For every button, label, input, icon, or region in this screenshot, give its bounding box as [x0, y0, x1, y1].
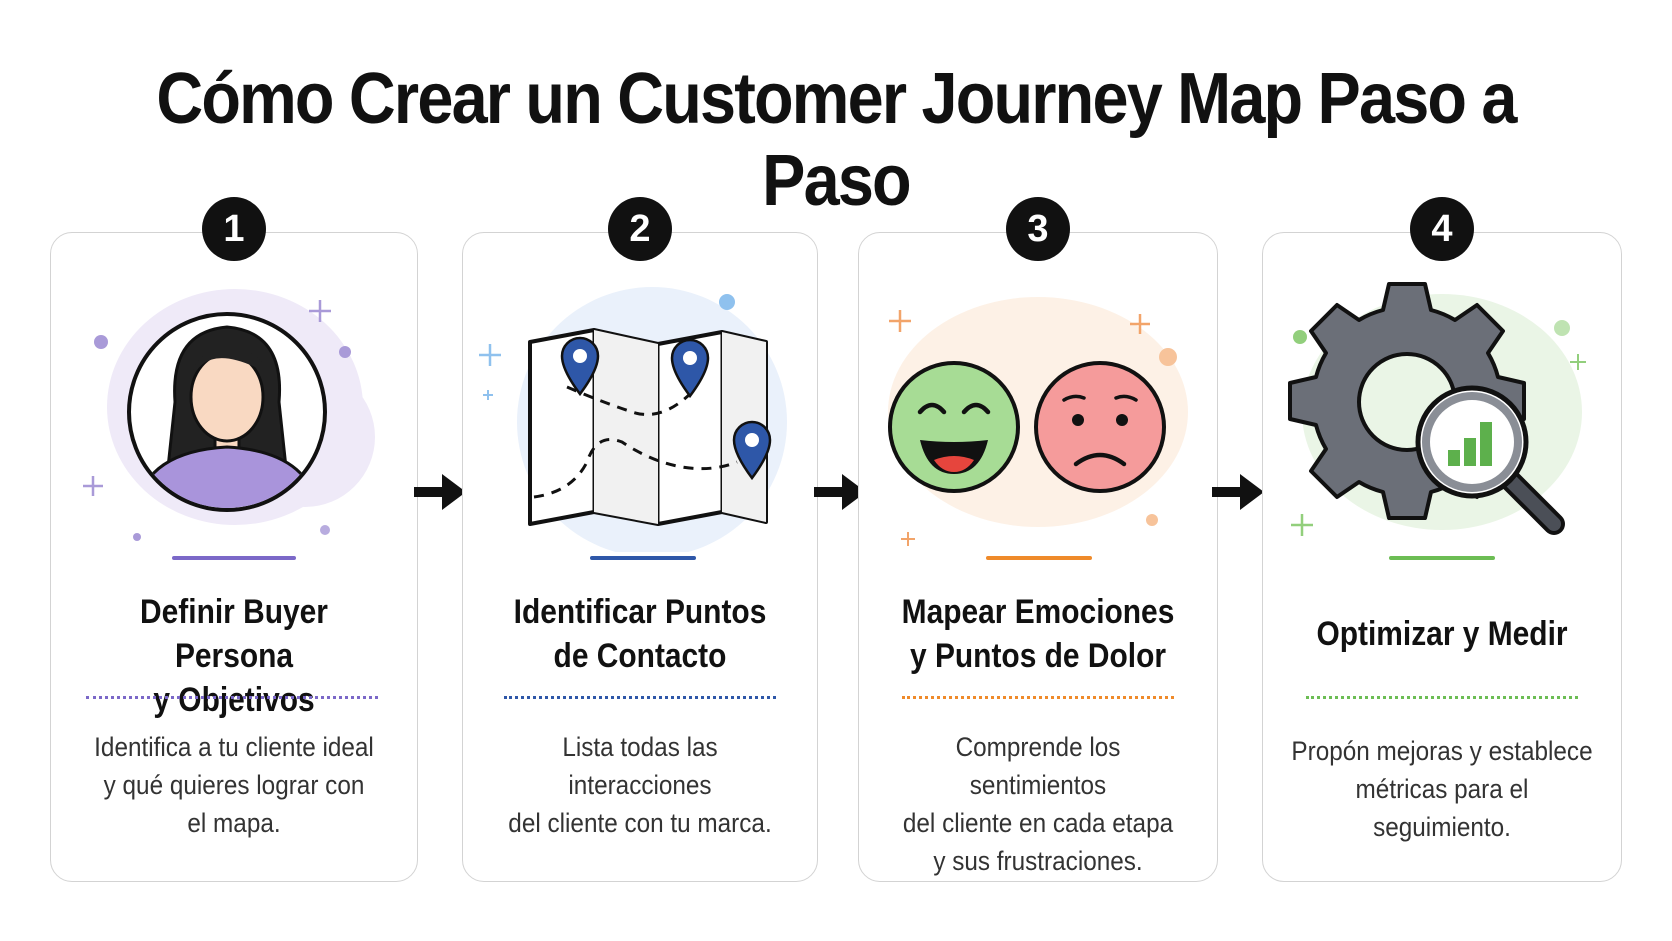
- step-accent-bar-2: [590, 556, 696, 560]
- step-title-3-line-2: y Puntos de Dolor: [909, 637, 1166, 675]
- step-description-1-line-3: el mapa.: [187, 808, 281, 838]
- step-title-1-line-2: y Objetivos: [153, 681, 315, 719]
- step-description-4-line-1: Propón mejoras y establece: [1291, 736, 1593, 766]
- step-title-1-line-1: Definir Buyer Persona: [140, 593, 328, 675]
- step-description-3-line-1: Comprende los sentimientos: [955, 732, 1121, 800]
- step-number-badge-1: 1: [202, 197, 266, 261]
- step-title-2: Identificar Puntos de Contacto: [492, 590, 788, 678]
- step-description-2-line-2: del cliente con tu marca.: [508, 808, 772, 838]
- step-description-2-line-1: Lista todas las interacciones: [562, 732, 718, 800]
- step-description-3-line-2: del cliente en cada etapa: [902, 808, 1174, 838]
- step-title-3-line-1: Mapear Emociones: [901, 593, 1175, 631]
- step-description-3-line-3: y sus frustraciones.: [933, 846, 1143, 876]
- right-arrow-icon: [814, 474, 866, 510]
- step-description-4: Propón mejoras y establece métricas para…: [1289, 732, 1595, 846]
- step-title-1: Definir Buyer Persona y Objetivos: [81, 590, 387, 722]
- step-divider-2: [504, 696, 776, 699]
- step-title-4-line-1: Optimizar y Medir: [1316, 615, 1568, 653]
- step-title-4: Optimizar y Medir: [1292, 612, 1591, 656]
- step-divider-3: [902, 696, 1174, 699]
- step-title-2-line-2: de Contacto: [553, 637, 727, 675]
- step-description-2: Lista todas las interacciones del client…: [489, 728, 791, 842]
- step-title-2-line-1: Identificar Puntos: [513, 593, 767, 631]
- step-accent-bar-1: [172, 556, 296, 560]
- right-arrow-icon: [414, 474, 466, 510]
- woman-avatar-icon: [83, 289, 375, 541]
- step-accent-bar-3: [986, 556, 1092, 560]
- step-number-badge-2: 2: [608, 197, 672, 261]
- page-title: Cómo Crear un Customer Journey Map Paso …: [156, 59, 1517, 221]
- happy-sad-faces-icon: [888, 297, 1188, 546]
- step-description-1-line-2: y qué quieres lograr con: [103, 770, 365, 800]
- step-accent-bar-4: [1389, 556, 1495, 560]
- step-number-badge-4: 4: [1410, 197, 1474, 261]
- right-arrow-icon: [1212, 474, 1264, 510]
- step-divider-4: [1306, 696, 1578, 699]
- step-description-1: Identifica a tu cliente ideal y qué quie…: [77, 728, 390, 842]
- step-divider-1: [86, 696, 378, 699]
- map-pins-icon: [479, 287, 787, 552]
- step-description-1-line-1: Identifica a tu cliente ideal: [94, 732, 374, 762]
- step-description-3: Comprende los sentimientos del cliente e…: [885, 728, 1191, 880]
- gear-magnifier-chart-icon: [1288, 282, 1586, 536]
- step-number-badge-3: 3: [1006, 197, 1070, 261]
- step-description-4-line-2: métricas para el seguimiento.: [1355, 774, 1529, 842]
- step-title-3: Mapear Emociones y Puntos de Dolor: [888, 590, 1187, 678]
